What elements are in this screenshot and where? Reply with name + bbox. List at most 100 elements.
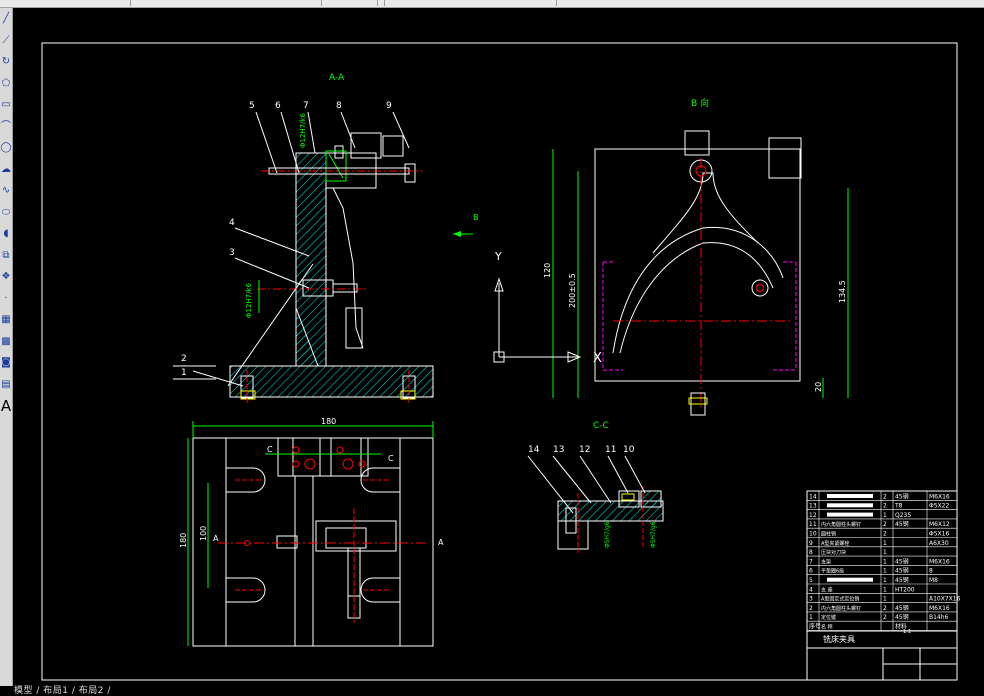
bom-cell-mat: 45钢	[895, 557, 909, 565]
make-block-icon[interactable]: ❖	[1, 271, 11, 282]
balloon-3: 3	[229, 248, 235, 258]
dim-200: 200±0.5	[568, 273, 577, 308]
window-top-bar	[0, 0, 984, 8]
drawing-svg[interactable]: A-A Φ12H7/k6 Φ12H7/k6	[13, 8, 984, 686]
section-aa-label: A-A	[329, 73, 345, 83]
aa-base-plate	[229, 365, 434, 398]
bom-cell-std: M6X16	[929, 605, 950, 612]
circle-icon[interactable]: ◯	[0, 142, 12, 153]
view-b-label: B 向	[691, 97, 709, 109]
drawing-scale: 1:1	[903, 629, 911, 635]
bom-cell-mat: 45钢	[895, 604, 909, 612]
dim-180-side: 180	[179, 533, 188, 548]
bom-cell-name: 平垫圈6级	[821, 568, 844, 575]
bom-cell-qty: 2	[883, 521, 887, 528]
cut-label-c-right: C	[388, 454, 394, 463]
bom-cell-qty: 1	[883, 540, 887, 547]
insert-block-icon[interactable]: ⧉	[2, 249, 10, 261]
bom-row: 序号名 称材料	[809, 623, 907, 631]
bom-cell-name: 支架	[821, 558, 831, 565]
bom-cell-std: M8	[929, 577, 938, 584]
bom-name-redacted	[827, 494, 873, 498]
gradient-icon[interactable]: ▩	[1, 335, 11, 347]
bom-cell-mat: 45钢	[895, 492, 909, 500]
bom-cell-no: 2	[809, 605, 813, 612]
section-cc-label: C-C	[593, 421, 609, 431]
bom-name-redacted	[827, 577, 873, 582]
bom-cell-qty: 1	[883, 568, 887, 575]
bom-cell-std: M6X12	[929, 521, 950, 528]
top-bar-segment[interactable]	[322, 0, 378, 6]
polyline-icon[interactable]: ↻	[1, 56, 11, 67]
point-icon[interactable]: ·	[4, 292, 8, 304]
bom-cell-std: Φ5X16	[929, 531, 949, 538]
bom-cell-qty: 1	[883, 558, 887, 565]
construction-line-icon[interactable]: ⟋	[2, 34, 10, 46]
bom-cell-qty: 1	[883, 577, 887, 584]
rectangle-icon[interactable]: ▭	[1, 99, 11, 110]
ucs-y-label: Y	[494, 250, 502, 263]
bom-cell-name: 内六角圆柱头螺钉	[821, 605, 861, 612]
bom-cell-qty: 2	[883, 531, 887, 538]
drawing-border	[41, 42, 958, 681]
bom-cell-no: 11	[809, 521, 817, 528]
balloon-14: 14	[528, 445, 540, 455]
bom-cell-std: Φ5X22	[929, 503, 949, 510]
bom-cell-name: A型固定式定位销	[821, 596, 859, 603]
table-icon[interactable]: ▤	[1, 378, 11, 390]
top-bar-segment[interactable]	[386, 0, 557, 6]
arc-icon[interactable]: ⌒	[1, 120, 11, 132]
layout-tabs[interactable]: 模型 / 布局1 / 布局2 /	[14, 686, 111, 696]
revision-cloud-icon[interactable]: ☁	[1, 163, 11, 175]
dim-20: 20	[814, 382, 823, 392]
dim-134: 134.5	[838, 280, 847, 303]
bom-cell-qty: 1	[883, 596, 887, 603]
balloon-12: 12	[579, 445, 590, 455]
bom-cell-std: M6X16	[929, 558, 950, 565]
ellipse-arc-icon[interactable]: ◖	[3, 228, 9, 239]
balloon-2: 2	[181, 354, 187, 364]
bom-cell-no: 9	[809, 540, 813, 547]
top-bar-segment[interactable]	[378, 0, 385, 6]
bom-cell-qty: 1	[883, 586, 887, 593]
balloon-1: 1	[181, 368, 187, 378]
bom-cell-no: 3	[809, 596, 813, 603]
bom-cell-mat: Q235	[895, 512, 911, 519]
view-b-plate	[594, 148, 801, 382]
bom-cell-qty: 1	[883, 549, 887, 556]
hatch-icon[interactable]: ▦	[1, 314, 11, 325]
bom-cell-mat: 45钢	[895, 576, 909, 584]
region-icon[interactable]: ◙	[1, 357, 11, 368]
bom-cell-no: 6	[809, 568, 813, 575]
ucs-x-label: X	[593, 351, 602, 366]
drawing-canvas[interactable]: A-A Φ12H7/k6 Φ12H7/k6	[13, 8, 984, 690]
multiline-text-icon[interactable]: A	[0, 396, 12, 415]
ellipse-icon[interactable]: ⬭	[1, 206, 11, 218]
bom-cell-no: 8	[809, 549, 813, 556]
spline-icon[interactable]: ∿	[1, 185, 11, 196]
bom-cell-name: 圆柱销	[821, 531, 836, 538]
cut-label-a-left: A	[213, 534, 219, 543]
line-icon[interactable]: ╱	[2, 13, 10, 24]
polygon-icon[interactable]: ⬠	[1, 77, 11, 89]
balloon-13: 13	[553, 445, 564, 455]
top-bar-segment[interactable]	[131, 0, 322, 6]
bom-cell-no: 4	[809, 586, 813, 593]
top-bar-segment[interactable]	[0, 0, 131, 6]
section-aa-view: A-A Φ12H7/k6 Φ12H7/k6	[173, 73, 434, 404]
bom-cell-no: 7	[809, 558, 813, 565]
top-bar-segment[interactable]	[557, 0, 984, 6]
bom-cell-mat: T8	[894, 503, 903, 510]
bom-cell-mat: 45钢	[895, 520, 909, 528]
draw-toolbar: ╱ ⟋ ↻ ⬠ ▭ ⌒ ◯ ☁ ∿ ⬭ ◖ ⧉ ❖ · ▦ ▩ ◙ ▤ A	[0, 8, 13, 686]
fit-dim-1: Φ12H7/k6	[299, 112, 307, 148]
bom-cell-no: 12	[809, 512, 817, 519]
bom-cell-mat: 45钢	[895, 567, 909, 575]
fit-dim-3: Φ5H7/g6	[604, 521, 611, 548]
